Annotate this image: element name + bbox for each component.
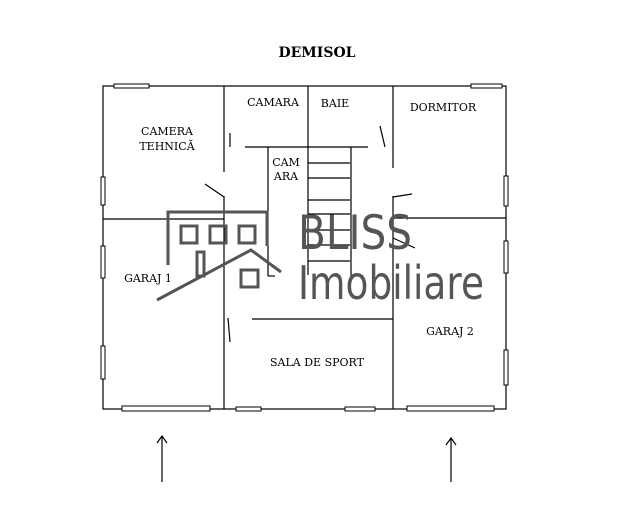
windows — [100, 83, 509, 412]
room-label: TEHNICĂ — [139, 139, 195, 153]
room-label: CAMERA — [141, 125, 194, 138]
room-labels: CAMERA TEHNICĂ CAMARA BAIE DORMITOR CAM … — [124, 96, 477, 369]
room-label: DORMITOR — [410, 101, 477, 114]
room-label: SALA DE SPORT — [270, 356, 365, 369]
room-label: ARA — [273, 170, 299, 183]
room-label: CAM — [272, 156, 300, 169]
stairs — [307, 147, 350, 275]
watermark-logo: BLISS Imobiliare — [156, 206, 484, 310]
room-label: CAMARA — [247, 96, 300, 109]
watermark-bliss: BLISS — [298, 206, 412, 261]
watermark-imobiliare: Imobiliare — [298, 256, 484, 310]
room-label: GARAJ 2 — [426, 325, 474, 338]
room-label: BAIE — [321, 97, 349, 110]
entrance-arrows — [156, 434, 457, 482]
walls — [102, 85, 507, 410]
room-label: GARAJ 1 — [124, 272, 172, 285]
plan-title: DEMISOL — [278, 45, 355, 61]
